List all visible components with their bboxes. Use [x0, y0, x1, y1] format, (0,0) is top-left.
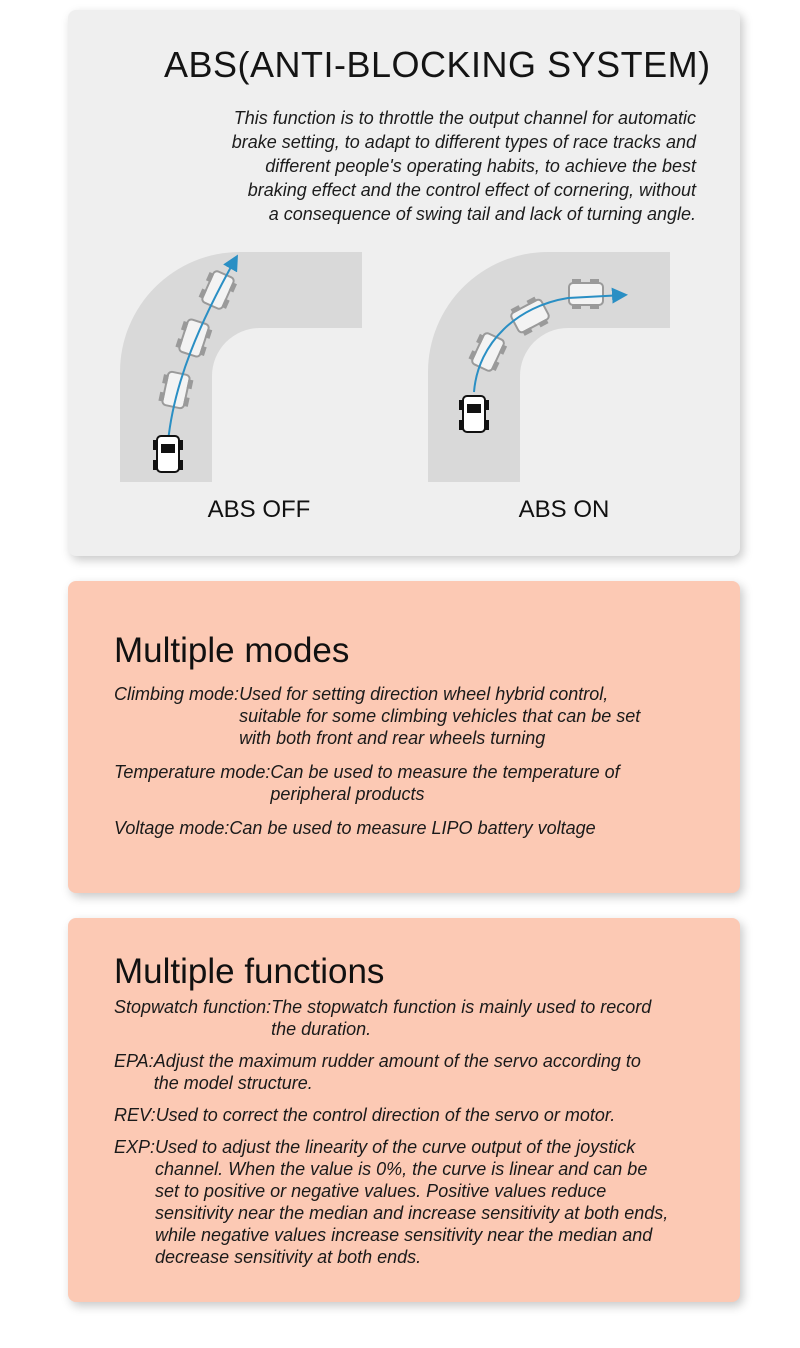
functions-title: Multiple functions: [114, 952, 385, 991]
list-item: EXP: Used to adjust the linearity of the…: [114, 1136, 734, 1268]
item-label: Temperature mode:: [114, 762, 271, 782]
item-text: Can be used to measure the temperature o…: [270, 762, 620, 804]
list-item: Voltage mode: Can be used to measure LIP…: [114, 817, 734, 839]
car-icon: [152, 435, 184, 473]
abs-on-diagram: [428, 252, 670, 482]
item-text: The stopwatch function is mainly used to…: [271, 997, 652, 1039]
list-item: EPA: Adjust the maximum rudder amount of…: [114, 1050, 734, 1094]
track: [428, 252, 670, 482]
functions-card: Multiple functions Stopwatch function: T…: [68, 918, 740, 1302]
item-label: REV:: [114, 1105, 156, 1125]
list-item: Stopwatch function: The stopwatch functi…: [114, 996, 734, 1040]
modes-title: Multiple modes: [114, 631, 350, 670]
item-label: EXP:: [114, 1137, 156, 1157]
abs-description-line: This function is to throttle the output …: [233, 108, 696, 128]
item-label: Voltage mode:: [114, 818, 230, 838]
item-text: Used to correct the control direction of…: [155, 1105, 616, 1125]
item-label: EPA:: [114, 1051, 154, 1071]
trajectory-arrow: [167, 254, 238, 443]
modes-card: Multiple modes Climbing mode: Used for s…: [68, 581, 740, 893]
list-item: REV: Used to correct the control directi…: [114, 1104, 734, 1126]
item-label: Stopwatch function:: [114, 997, 272, 1017]
abs-description: This function is to throttle the output …: [136, 106, 696, 226]
abs-description-line: brake setting, to adapt to different typ…: [231, 132, 696, 152]
abs-off-label: ABS OFF: [207, 496, 311, 523]
item-text: Used to adjust the linearity of the curv…: [155, 1137, 669, 1267]
abs-description-line: different people's operating habits, to …: [265, 156, 696, 176]
abs-card: ABS(ANTI-BLOCKING SYSTEM) This function …: [68, 10, 740, 556]
item-text: Adjust the maximum rudder amount of the …: [153, 1051, 641, 1093]
list-item: Climbing mode: Used for setting directio…: [114, 683, 734, 749]
track: [120, 252, 362, 482]
functions-list: Stopwatch function: The stopwatch functi…: [114, 996, 734, 1268]
item-text: Used for setting direction wheel hybrid …: [239, 684, 641, 748]
car-icon: [458, 395, 490, 433]
abs-description-line: braking effect and the control effect of…: [247, 180, 696, 200]
abs-off-diagram: [120, 252, 362, 482]
trajectory-arrow: [473, 287, 628, 393]
item-label: Climbing mode:: [114, 684, 240, 704]
item-text: Can be used to measure LIPO battery volt…: [229, 818, 596, 838]
modes-list: Climbing mode: Used for setting directio…: [114, 683, 734, 839]
abs-title: ABS(ANTI-BLOCKING SYSTEM): [164, 44, 711, 85]
car-ghost-icon: [568, 278, 604, 310]
abs-description-line: a consequence of swing tail and lack of …: [268, 204, 696, 224]
abs-on-label: ABS ON: [518, 496, 610, 523]
list-item: Temperature mode: Can be used to measure…: [114, 761, 734, 805]
